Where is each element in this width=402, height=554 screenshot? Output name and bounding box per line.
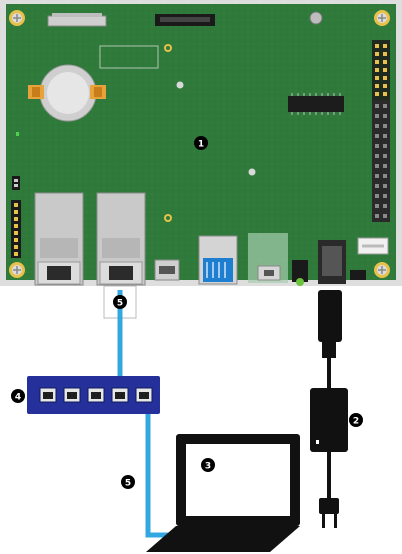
callout-badge: 5	[113, 295, 127, 309]
gpio-header	[372, 40, 390, 222]
left-pin-header	[11, 200, 21, 258]
usb3-port	[198, 235, 238, 285]
mounting-hole-icon	[374, 10, 390, 26]
ethernet-port-1	[34, 192, 84, 286]
callout-badge: 1	[194, 136, 208, 150]
small-header	[12, 176, 20, 190]
dc-power-jack	[292, 240, 346, 286]
ic-chip	[288, 93, 344, 115]
battery-holder	[28, 64, 106, 122]
callout-number: 3	[205, 462, 211, 472]
callout-number: 2	[353, 417, 359, 427]
callout-badge: 3	[201, 458, 215, 472]
mounting-hole-icon	[374, 262, 390, 278]
ethernet-port-2	[96, 192, 146, 286]
silkscreen-outline	[99, 45, 159, 69]
callout-number: 5	[125, 479, 131, 489]
callout-badge: 2	[349, 413, 363, 427]
network-switch	[27, 376, 160, 414]
callout-number: 1	[198, 140, 204, 150]
callout-badge: 4	[11, 389, 25, 403]
callout-number: 4	[15, 393, 21, 403]
ffc-connector	[47, 15, 107, 27]
hdmi-port	[154, 259, 180, 281]
power-adapter	[310, 290, 348, 528]
laptop	[146, 434, 300, 552]
callout-number: 5	[117, 299, 123, 309]
top-screw-hole	[309, 11, 323, 25]
mounting-hole-icon	[9, 10, 25, 26]
callout-badge: 5	[121, 475, 135, 489]
ethernet-cable-laptop	[143, 397, 176, 538]
mounting-hole-icon	[9, 262, 25, 278]
power-switch	[350, 270, 366, 280]
